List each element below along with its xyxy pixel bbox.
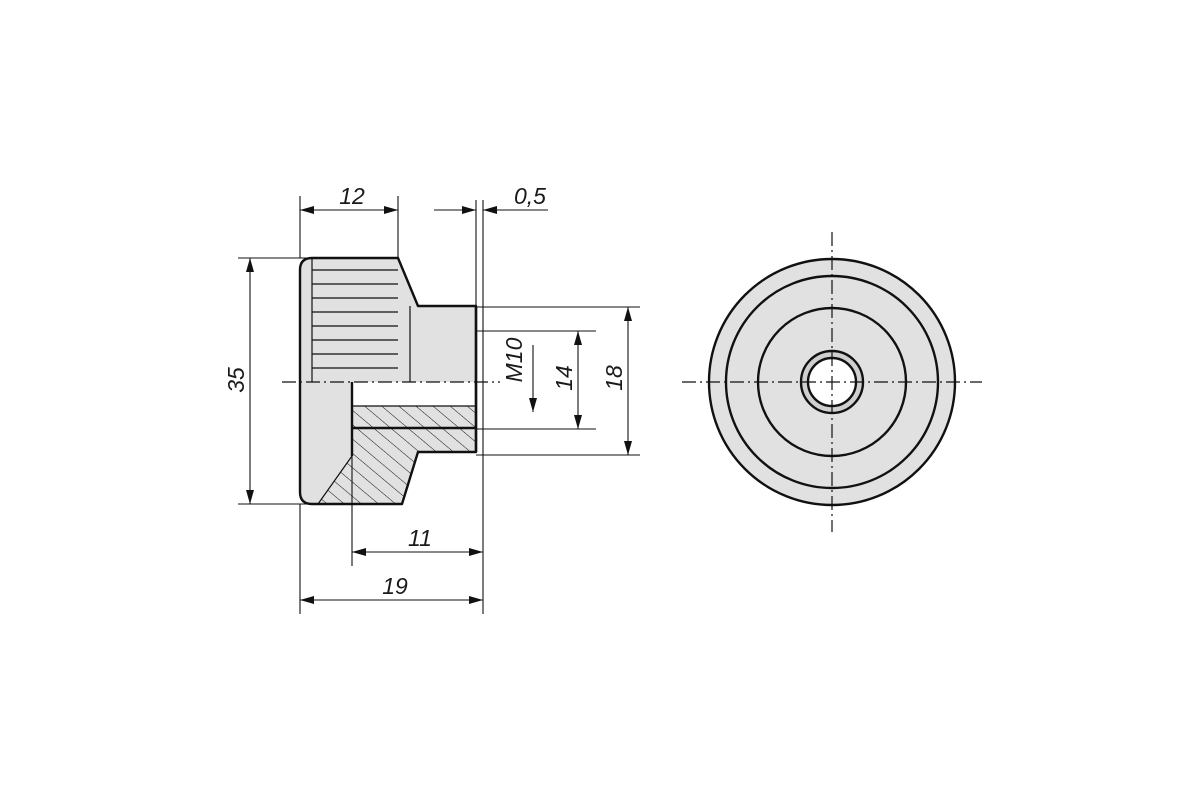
dimensions: 12 0,5 35 M10 14 18 11 19 bbox=[223, 183, 640, 614]
side-view bbox=[282, 200, 500, 614]
knob-outline bbox=[298, 256, 478, 506]
knurl-lines bbox=[312, 269, 398, 369]
dim-14-label: 14 bbox=[551, 365, 577, 391]
thread-bore bbox=[352, 382, 476, 406]
section-chamfer-line bbox=[317, 455, 353, 505]
dim-gap-label: 0,5 bbox=[514, 183, 546, 209]
front-view bbox=[682, 232, 982, 532]
dim-35-label: 35 bbox=[223, 367, 249, 393]
dim-19-label: 19 bbox=[382, 573, 408, 599]
thread-insert bbox=[352, 406, 476, 428]
dim-18-label: 18 bbox=[601, 365, 627, 391]
dim-m10-label: M10 bbox=[501, 337, 527, 382]
dim-12-label: 12 bbox=[339, 183, 365, 209]
dim-11-label: 11 bbox=[408, 525, 432, 551]
knob-upper-body bbox=[300, 258, 476, 382]
section-hatch bbox=[318, 428, 476, 504]
